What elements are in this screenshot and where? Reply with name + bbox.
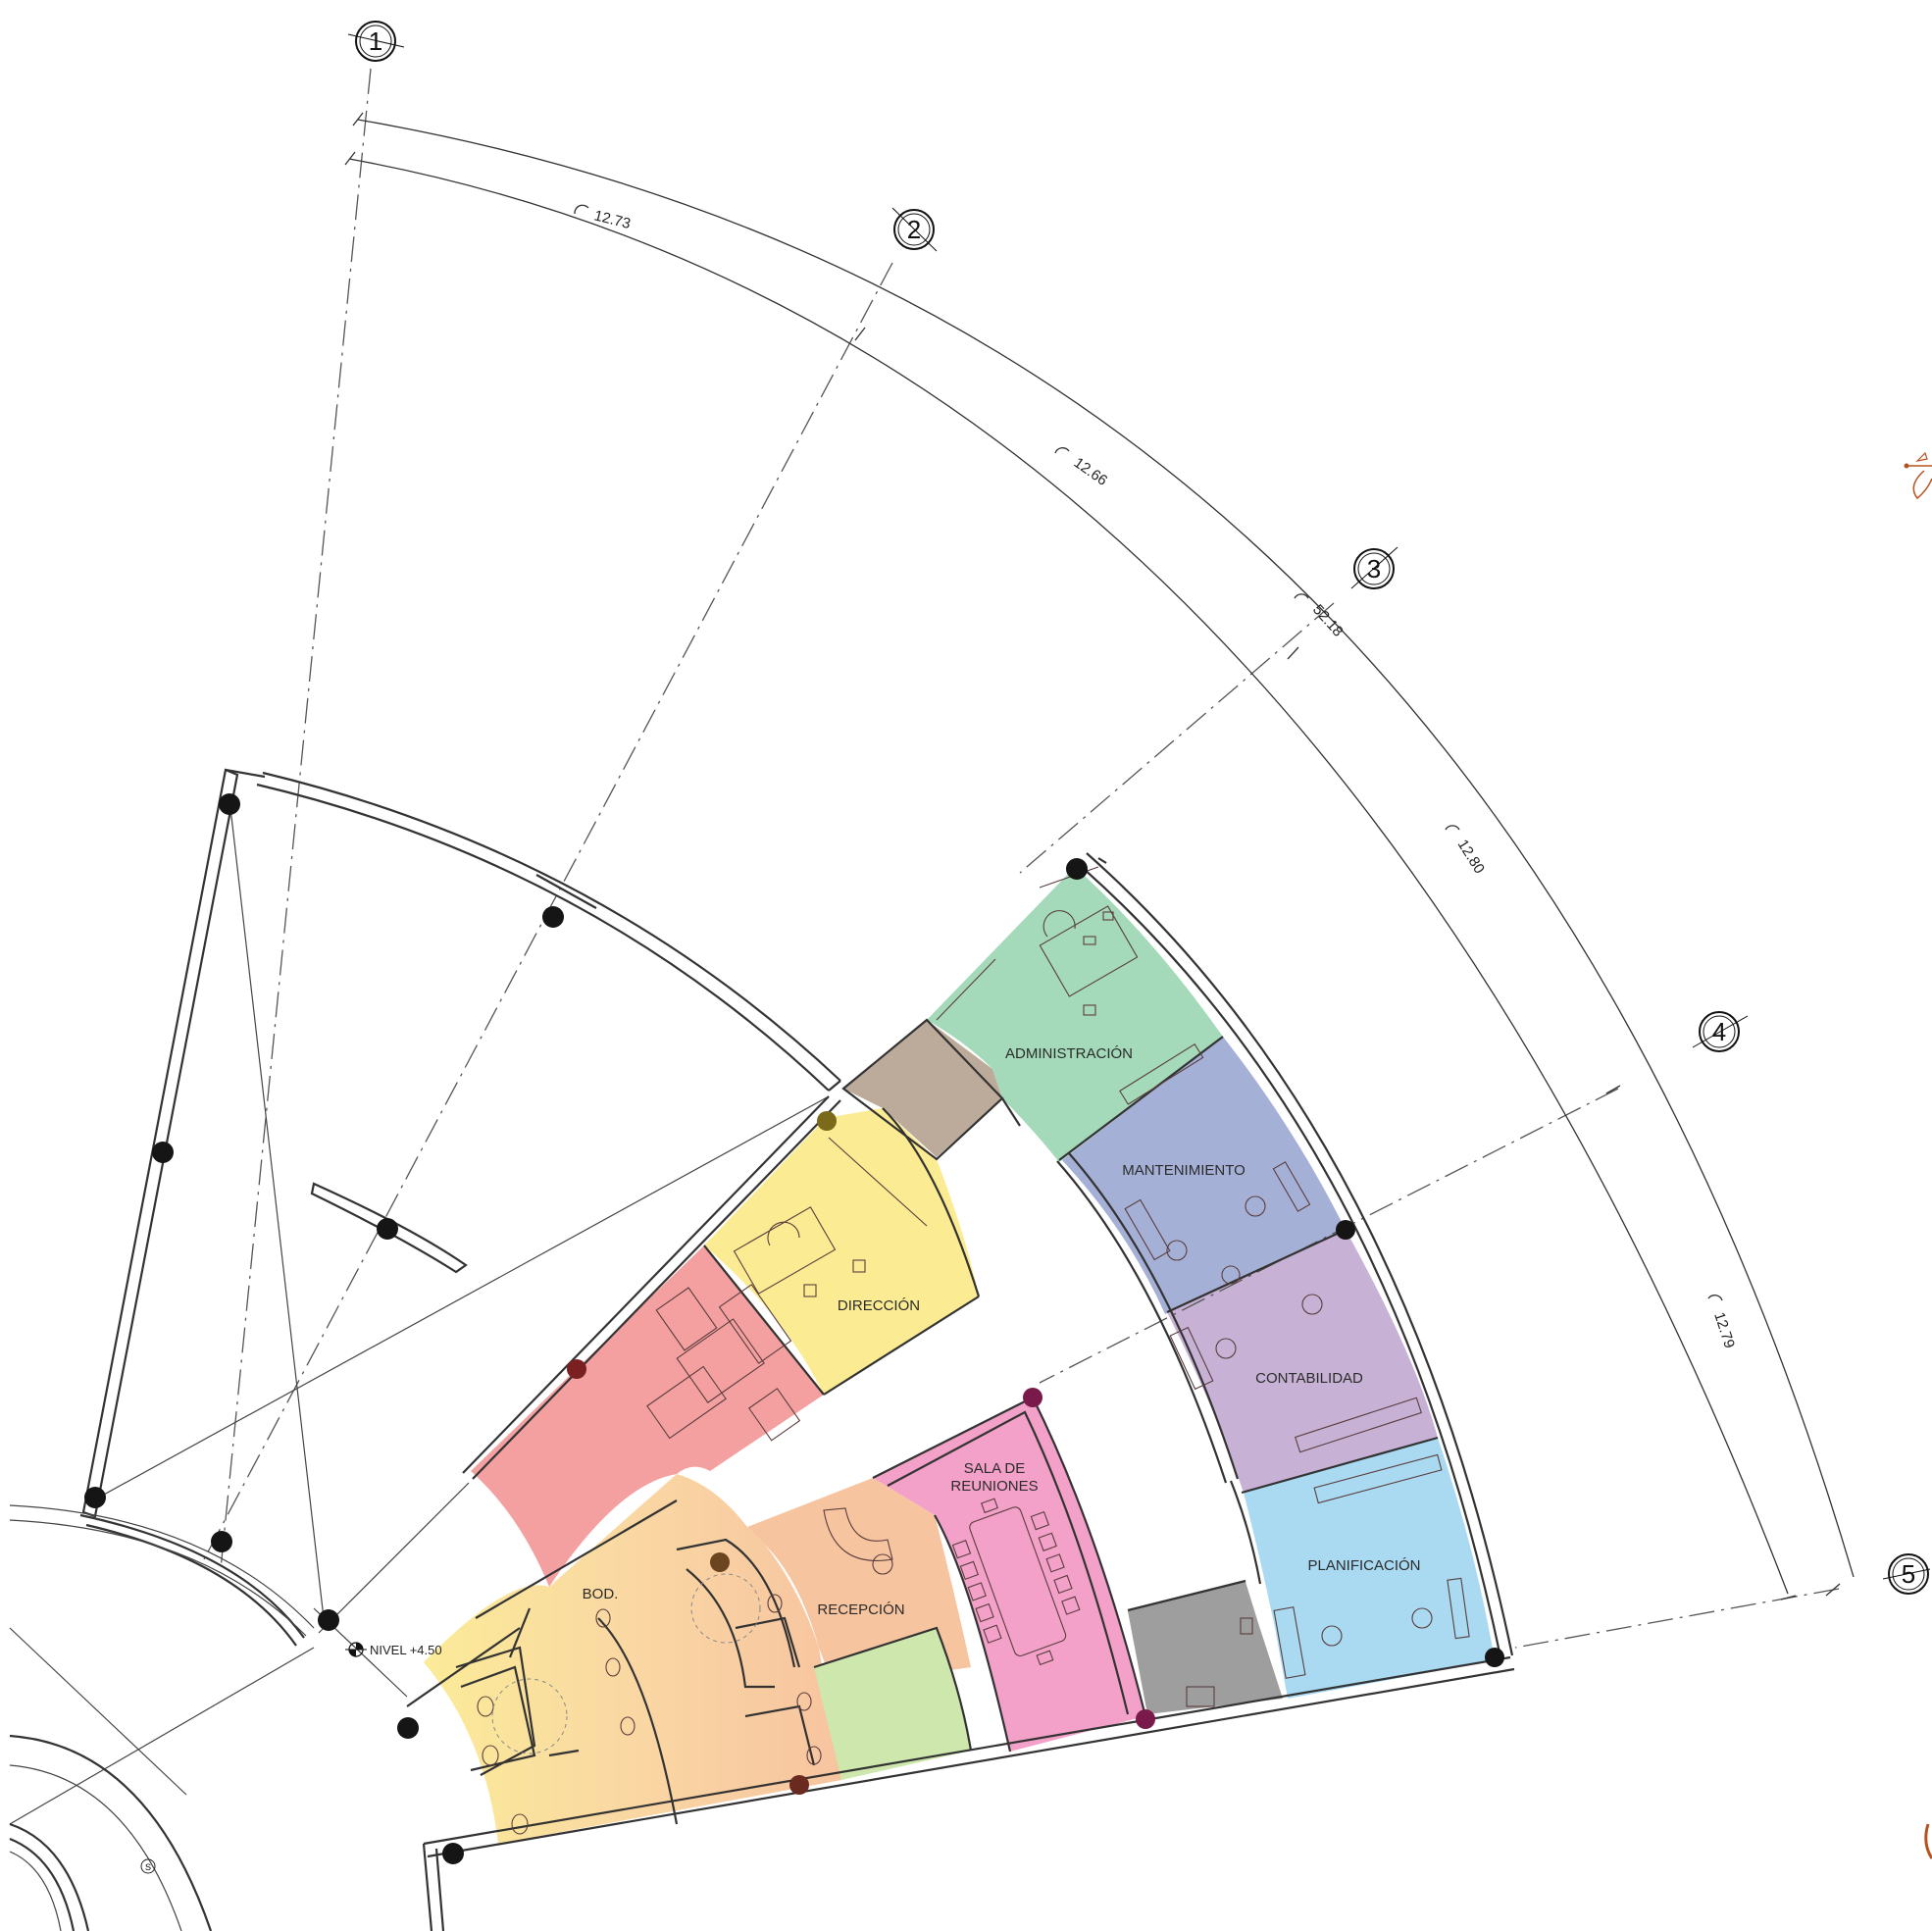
label-recepcion: RECEPCIÓN [817,1601,904,1618]
stair-mark: S [145,1862,151,1872]
conference-table [951,1498,1081,1666]
column [542,906,564,928]
column [442,1843,464,1864]
axis-bubble-3: 3 [1350,546,1398,589]
column [1136,1709,1155,1729]
axis-bubble-2: 2 [891,207,938,252]
column [219,793,240,815]
level-label: NIVEL +4.50 [370,1643,442,1657]
column [397,1717,419,1739]
room-administracion[interactable] [927,867,1223,1162]
column [211,1531,232,1552]
dimension-2-3: 12.66 [1071,454,1111,488]
room-sala-reuniones[interactable] [873,1397,1145,1752]
axis-bubble-5: 5 [1882,1553,1931,1595]
axis-label-3: 3 [1367,554,1381,584]
room-green[interactable] [814,1628,971,1780]
column [567,1359,586,1379]
label-sala-reuniones-1: SALA DE [964,1460,1026,1477]
axis-label-4: 4 [1712,1017,1726,1046]
room-banos[interactable] [424,1474,841,1844]
dimension-arcs [344,112,1855,1601]
column [817,1111,837,1131]
column [1485,1648,1504,1667]
axis-label-2: 2 [907,215,921,244]
level-marker: NIVEL +4.50 [345,1642,442,1657]
dimension-total: 52.18 [1309,601,1347,639]
column [152,1142,174,1163]
dimension-1-2: 12.73 [592,207,633,232]
axis-label-5: 5 [1902,1559,1915,1589]
stair-tower: S [9,1504,315,1931]
column [84,1487,106,1508]
column [1336,1220,1355,1240]
label-bodega: BOD. [583,1586,619,1602]
column [377,1218,398,1240]
room-mantenimiento[interactable] [1062,1037,1346,1314]
label-administracion: ADMINISTRACIÓN [1005,1045,1133,1062]
furniture [477,866,1470,1835]
column [1023,1388,1042,1407]
dimension-3-4: 12.80 [1454,837,1488,877]
room-direccion[interactable] [704,1108,979,1395]
axis-bubble-4: 4 [1692,1011,1749,1052]
label-mantenimiento: MANTENIMIENTO [1122,1162,1246,1179]
label-direccion: DIRECCIÓN [838,1297,920,1314]
column [710,1552,730,1572]
label-planificacion: PLANIFICACIÓN [1307,1557,1420,1574]
north-arrow-icon [1904,451,1932,1859]
column [1066,858,1088,880]
axis-bubbles: 1 2 3 4 5 [347,21,1931,1595]
main-walls [422,852,1515,1931]
room-grey[interactable] [1128,1582,1283,1714]
room-contabilidad[interactable] [1167,1230,1438,1493]
column [318,1609,339,1631]
room-archive[interactable] [843,1020,1002,1157]
label-contabilidad: CONTABILIDAD [1255,1370,1363,1387]
dimension-4-5: 12.79 [1710,1310,1738,1350]
column [789,1775,809,1795]
axis-bubble-1: 1 [347,21,405,62]
room-labels: ADMINISTRACIÓN MANTENIMIENTO CONTABILIDA… [583,1045,1421,1618]
axis-label-1: 1 [369,26,382,56]
left-wing-walls [79,768,841,1707]
columns [84,793,1504,1864]
room-planificacion[interactable] [1244,1438,1495,1699]
label-sala-reuniones-2: REUNIONES [950,1478,1038,1495]
